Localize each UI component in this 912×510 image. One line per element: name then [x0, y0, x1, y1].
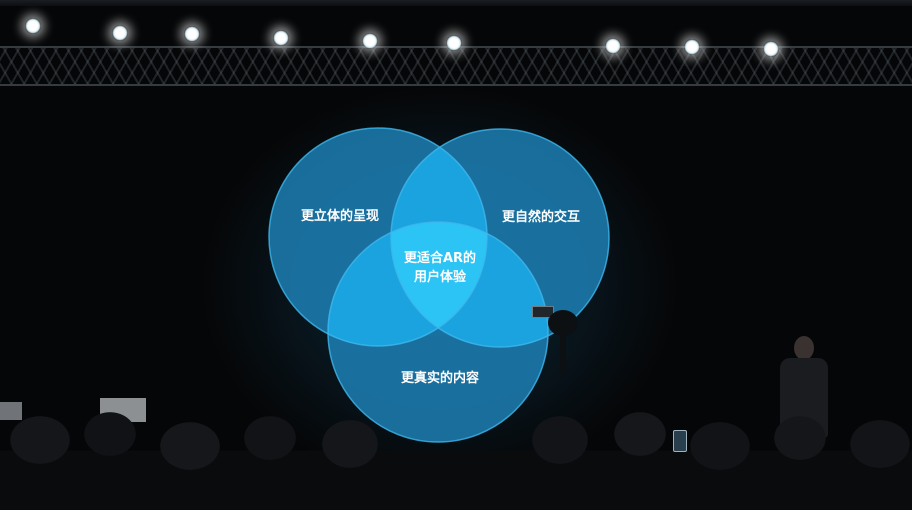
venn-label-center-line-1: 更适合AR的 — [404, 250, 476, 266]
camera-operator-head — [548, 310, 578, 336]
video-camera — [532, 306, 580, 374]
stage-light — [112, 25, 128, 41]
stage-light — [273, 30, 289, 46]
presenter-head — [794, 336, 814, 360]
venn-outline — [390, 128, 610, 348]
venn-label-center-line-2: 用户体验 — [413, 269, 467, 285]
venn-label-top-left: 更立体的呈现 — [301, 208, 379, 224]
camera-tripod — [560, 334, 566, 374]
stage-light — [184, 26, 200, 42]
venn-outline — [268, 127, 488, 347]
stage-light — [362, 33, 378, 49]
venn-label-top-right: 更自然的交互 — [502, 209, 580, 225]
stage-light — [446, 35, 462, 51]
stage-light — [25, 18, 41, 34]
audience-phone-screen — [673, 430, 687, 452]
ceiling-truss-top — [0, 0, 912, 6]
stage-light — [684, 39, 700, 55]
stage-light — [763, 41, 779, 57]
audience-silhouettes — [0, 400, 912, 510]
stage-light — [605, 38, 621, 54]
venn-label-bottom: 更真实的内容 — [401, 370, 479, 386]
